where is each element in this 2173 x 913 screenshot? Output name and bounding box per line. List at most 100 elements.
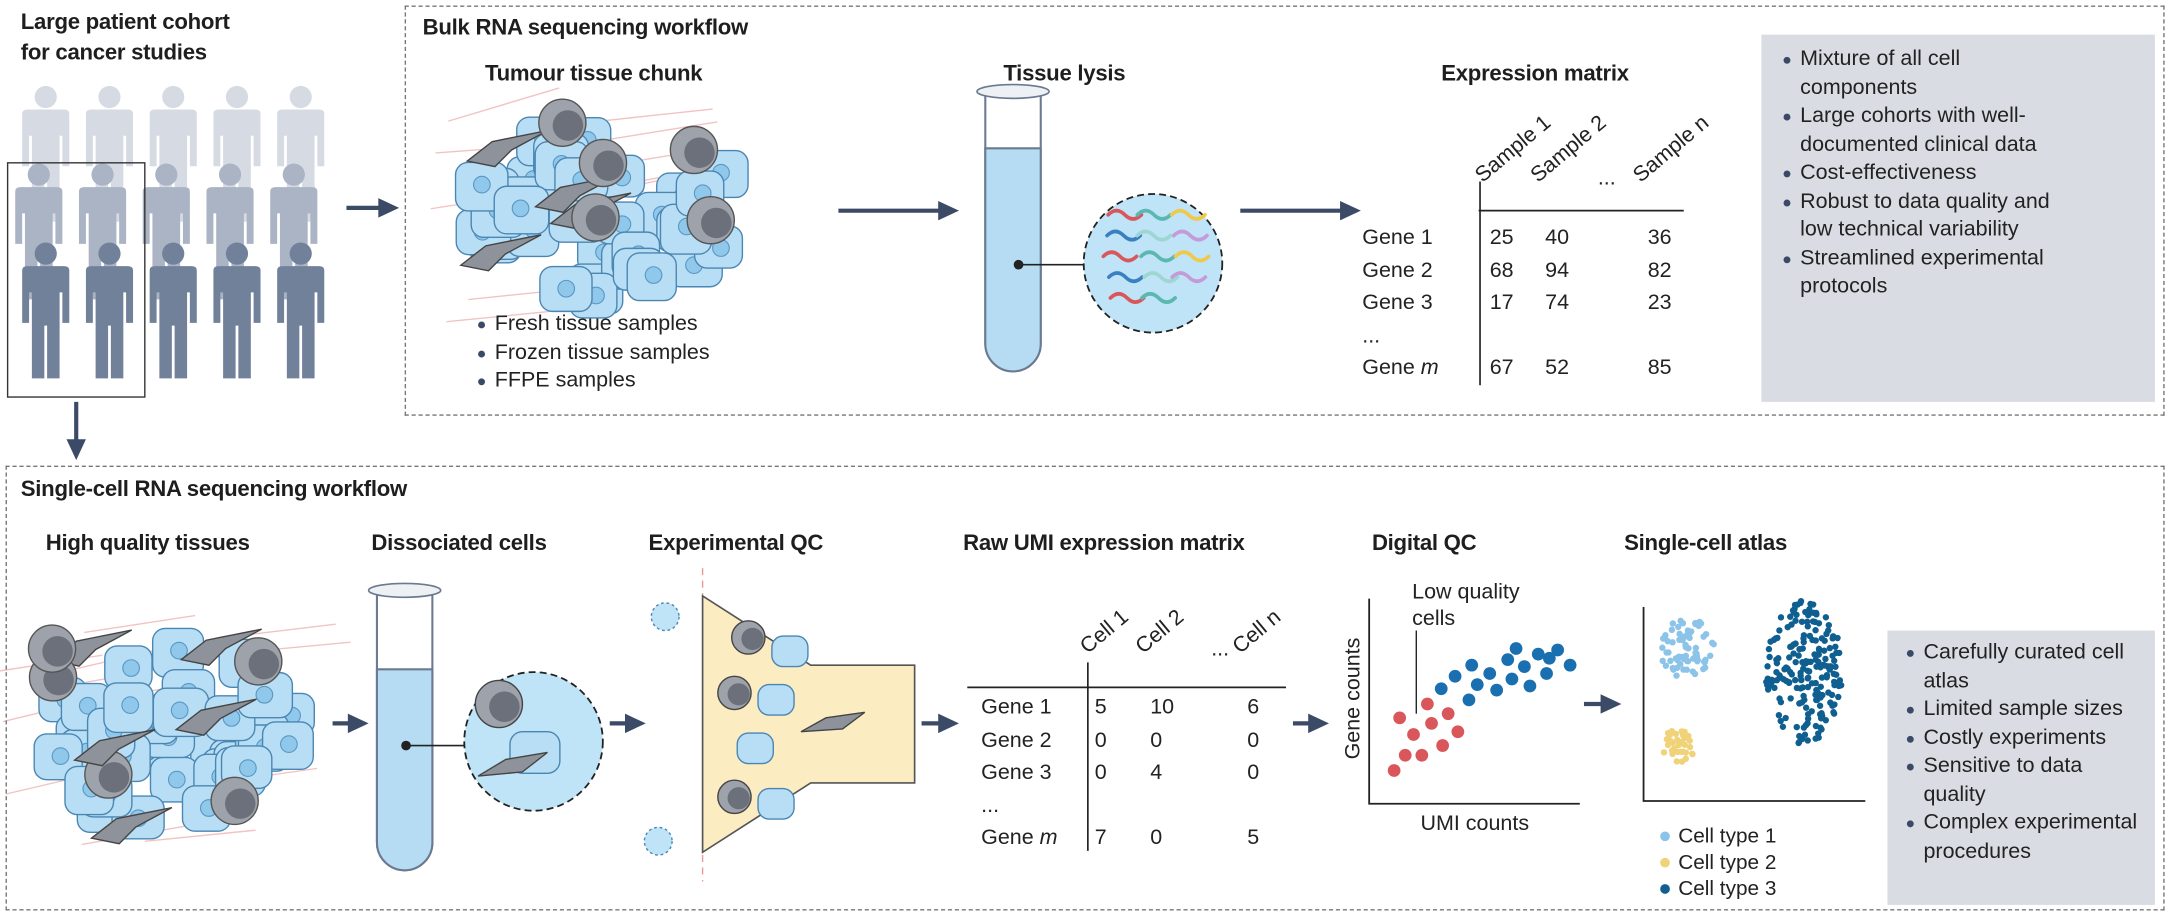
cell-nucleus bbox=[170, 701, 189, 720]
cell-type-3-point bbox=[1783, 677, 1790, 685]
cell-type-3-point bbox=[1802, 704, 1810, 711]
cell-type-3-point bbox=[1831, 681, 1838, 689]
cell-type-3-point bbox=[1835, 649, 1843, 657]
person-head bbox=[162, 242, 185, 265]
cell-nucleus bbox=[51, 747, 70, 766]
cell-type-3-point bbox=[1800, 638, 1807, 646]
good-quality-point bbox=[1540, 667, 1553, 680]
feature-item: Streamlined experimental protocols bbox=[1781, 245, 2072, 302]
cell-type-1-point bbox=[1697, 620, 1705, 627]
cell-type-1-point bbox=[1684, 627, 1692, 634]
cell-type-3-point bbox=[1825, 621, 1832, 629]
cell-type-3-point bbox=[1781, 666, 1788, 673]
cell-type-3-point bbox=[1797, 685, 1804, 692]
cell-type-3-point bbox=[1771, 684, 1778, 692]
cell-type-2-point bbox=[1669, 750, 1676, 758]
step-title: Experimental QC bbox=[648, 532, 824, 556]
cell-nucleus bbox=[557, 279, 576, 298]
low-quality-point bbox=[1436, 739, 1449, 752]
cell-type-3-point bbox=[1789, 607, 1797, 614]
good-quality-point bbox=[1462, 693, 1476, 707]
singlecell-workflow-box bbox=[5, 465, 2165, 911]
good-quality-point bbox=[1563, 658, 1577, 672]
cell-type-3-point bbox=[1817, 715, 1825, 722]
matrix-cell: 94 bbox=[1545, 258, 1570, 283]
good-quality-point bbox=[1523, 679, 1537, 693]
tissue-chunk-title: Tumour tissue chunk bbox=[485, 62, 703, 86]
rna-strand bbox=[1101, 250, 1139, 263]
immune-nucleus bbox=[684, 137, 715, 168]
cell-type-3-point bbox=[1810, 609, 1817, 617]
cell-nucleus bbox=[280, 735, 298, 753]
cell-type-3-point bbox=[1818, 635, 1826, 642]
person-body bbox=[22, 266, 70, 379]
cell-type-3-point bbox=[1807, 600, 1814, 608]
cell-type-3-point bbox=[1790, 641, 1797, 648]
feature-item: Carefully curated cell atlas bbox=[1904, 639, 2147, 696]
immune-nucleus bbox=[248, 648, 280, 680]
digital-qc-plot bbox=[1368, 598, 1580, 805]
step-title: Digital QC bbox=[1371, 532, 1477, 556]
low-quality-point bbox=[1387, 764, 1401, 777]
sample-type: Fresh tissue samples bbox=[475, 310, 709, 338]
rna-strand bbox=[1169, 208, 1207, 221]
matrix-cell: 4 bbox=[1150, 760, 1163, 785]
cell-nucleus bbox=[255, 685, 274, 704]
sample-types-list: Fresh tissue samples Frozen tissue sampl… bbox=[475, 310, 710, 395]
cell-type-3-point bbox=[1779, 723, 1787, 730]
cell-type-3-point bbox=[1800, 659, 1807, 667]
cell-nucleus bbox=[170, 641, 188, 660]
rna-strand bbox=[1139, 250, 1177, 263]
person-icon bbox=[149, 242, 197, 379]
cell-type-3-point bbox=[1816, 702, 1824, 709]
matrix-cell: 0 bbox=[1150, 728, 1163, 752]
rna-strand bbox=[1135, 208, 1173, 221]
gene-index: m bbox=[1420, 356, 1439, 380]
expression-matrix-title: Expression matrix bbox=[1441, 62, 1629, 86]
cell-type-3-point bbox=[1822, 655, 1829, 663]
cohort-title: Large patient cohort for cancer studies bbox=[21, 8, 230, 69]
cell-type-3-point bbox=[1804, 623, 1811, 630]
fibroblast bbox=[179, 628, 262, 666]
tissue-lysis-title: Tissue lysis bbox=[1003, 62, 1126, 86]
legend-swatch bbox=[1660, 857, 1670, 868]
microfluidic-qc bbox=[643, 568, 916, 882]
feature-item: Large cohorts with well-documented clini… bbox=[1781, 103, 2072, 160]
matrix-row-label: ... bbox=[1362, 323, 1381, 348]
person-icon bbox=[213, 242, 261, 379]
low-quality-point bbox=[1451, 725, 1465, 739]
gene-index: m bbox=[1039, 825, 1058, 850]
matrix-cell: 17 bbox=[1489, 291, 1514, 315]
step-title: Raw UMI expression matrix bbox=[963, 532, 1245, 556]
cell-type-3-point bbox=[1777, 717, 1784, 725]
cell-type-3-point bbox=[1804, 719, 1811, 727]
matrix-row-label: Gene 1 bbox=[1362, 225, 1433, 250]
cell-type-3-point bbox=[1777, 614, 1785, 621]
cell-type-3-point bbox=[1804, 737, 1811, 744]
arrow-icon bbox=[66, 401, 86, 461]
axes bbox=[1642, 606, 1866, 802]
feature-item: Limited sample sizes bbox=[1904, 696, 2147, 724]
arrow-head bbox=[1600, 694, 1622, 714]
matrix-column-header: ... bbox=[1211, 637, 1230, 662]
cell-type-3-point bbox=[1793, 723, 1800, 731]
cell-type-3-point bbox=[1831, 657, 1838, 664]
person-head bbox=[162, 85, 185, 109]
cell-nucleus bbox=[167, 770, 186, 789]
person-head bbox=[289, 85, 312, 109]
zoom-circle bbox=[1082, 193, 1224, 334]
arrow-head bbox=[938, 200, 959, 221]
low-quality-point bbox=[1407, 728, 1420, 741]
feature-item: Costly experiments bbox=[1904, 724, 2147, 752]
rna-strand bbox=[1107, 271, 1144, 284]
fibroblast bbox=[459, 234, 542, 272]
axes bbox=[1368, 598, 1580, 805]
cell-type-3-point bbox=[1820, 661, 1827, 669]
person-body bbox=[149, 266, 197, 379]
good-quality-point bbox=[1531, 647, 1545, 661]
matrix-cell: 0 bbox=[1150, 825, 1163, 850]
matrix-row-label: Gene m bbox=[1362, 356, 1438, 381]
legend-label: Cell type 1 bbox=[1678, 824, 1777, 849]
cell-nucleus bbox=[644, 266, 663, 284]
